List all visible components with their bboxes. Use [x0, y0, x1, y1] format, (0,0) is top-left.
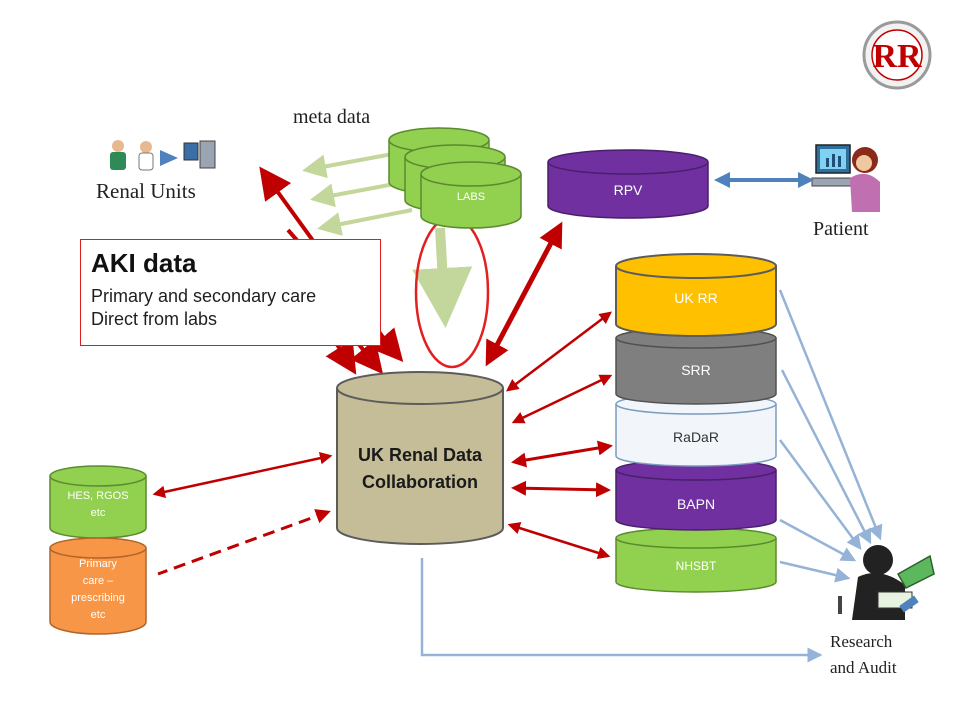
research-icon	[838, 545, 935, 620]
aki-line-2: Direct from labs	[91, 309, 218, 330]
ukrdc-bapn-arrow	[511, 480, 611, 498]
radar-label: RaDaR	[673, 429, 719, 446]
hes-label: HES, RGOS etc	[50, 488, 146, 521]
meta-data-label: meta data	[293, 106, 371, 128]
labs-database	[388, 127, 522, 229]
audit-label: and Audit	[830, 658, 897, 677]
nhsbt-research-arrow	[779, 560, 851, 583]
renal-association-logo: RR	[862, 20, 932, 90]
ukrr-database	[615, 253, 777, 337]
ukrdc-research-arrow	[420, 558, 823, 663]
hes-label-line1: HES, RGOS	[67, 490, 129, 502]
ukrdc-label-line2: Collaboration	[362, 472, 478, 492]
srr-label: SRR	[681, 362, 711, 379]
patient-label: Patient	[813, 218, 869, 240]
primary-care-label: Primary care – prescribing etc	[50, 556, 146, 624]
ukrdc-ukrr-arrow	[506, 311, 612, 392]
ukrr-label: UK RR	[674, 290, 718, 307]
hes-label-line2: etc	[90, 506, 106, 519]
ukrdc-hes-arrow	[152, 452, 333, 498]
aki-title: AKI data	[91, 248, 197, 278]
meta-arrow-3	[317, 208, 413, 236]
labs-to-ukrdc-arrow	[412, 227, 473, 328]
rpv-label: RPV	[613, 182, 643, 199]
primary-care-database	[49, 537, 147, 635]
meta-arrow-1	[302, 151, 399, 179]
ukrdc-radar-arrow	[511, 440, 613, 468]
svg-text:RR: RR	[872, 38, 922, 75]
primary-care-dashed-arrow	[157, 509, 331, 576]
ukrr-research-arrow	[778, 289, 883, 541]
labs-highlight-ellipse	[414, 215, 490, 369]
hes-database	[49, 465, 147, 539]
nhsbt-label: NHSBT	[675, 558, 717, 573]
primary-care-line4: etc	[90, 609, 106, 622]
rpv-database	[547, 149, 709, 219]
aki-data-box: AKI data Primary and secondary care Dire…	[80, 239, 381, 346]
renal-units-label: Renal Units	[96, 179, 196, 203]
ukrdc-rpv-arrow	[485, 221, 563, 367]
research-label: Research	[830, 632, 893, 651]
bapn-label: BAPN	[676, 496, 716, 513]
primary-care-line3: prescribing	[71, 592, 125, 605]
ukrdc-srr-arrow	[511, 374, 613, 424]
ukrdc-nhsbt-arrow	[507, 522, 611, 559]
primary-care-line1: Primary	[79, 558, 117, 570]
radar-research-arrow	[778, 439, 862, 551]
ukrdc-label: UK Renal Data Collaboration	[337, 442, 503, 496]
ukrdc-database	[336, 371, 504, 545]
aki-line-1: Primary and secondary care	[91, 286, 317, 306]
renal-units-icon	[110, 140, 216, 171]
bapn-research-arrow	[779, 518, 857, 562]
srr-research-arrow	[780, 369, 872, 545]
nhsbt-database	[615, 527, 777, 593]
labs-label: LABS	[456, 191, 486, 204]
patient-icon	[811, 144, 880, 212]
ukrdc-label-line1: UK Renal Data	[357, 445, 483, 465]
primary-care-line2: care –	[82, 575, 114, 588]
